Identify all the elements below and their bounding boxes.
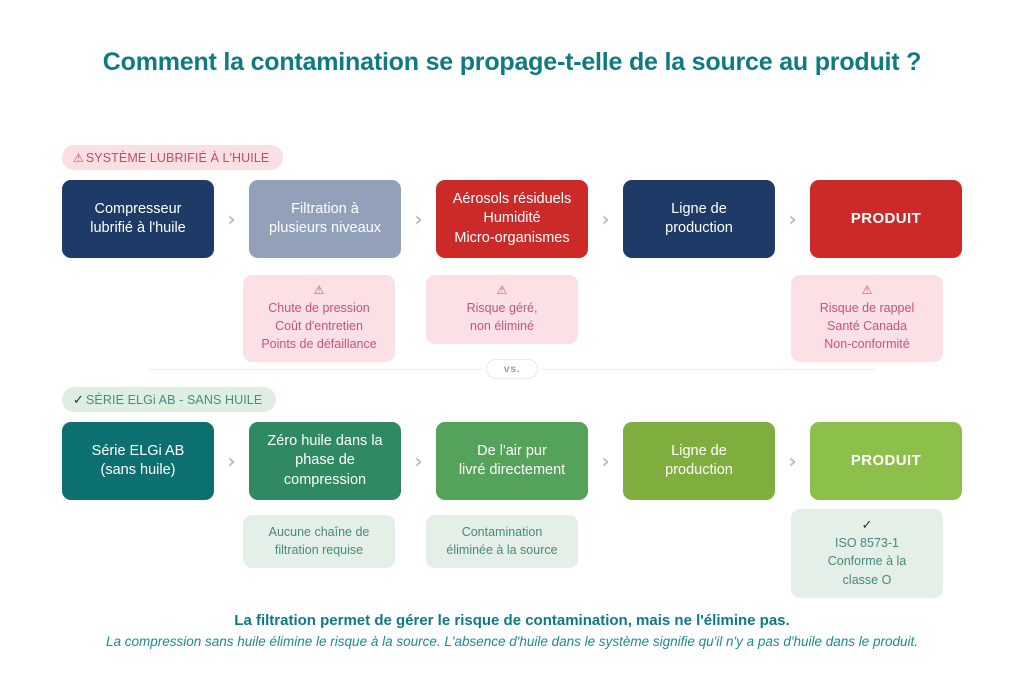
versus-divider: vs.: [150, 358, 874, 380]
note-line: éliminée à la source: [446, 543, 558, 558]
flow-node-oilfree-clean-air: De l'air pur livré directement: [436, 422, 588, 500]
flow-node-line: production: [665, 220, 733, 236]
chevron-right-icon: ›: [601, 449, 610, 473]
chevron-right-icon: ›: [788, 449, 797, 473]
note-line: Points de défaillance: [261, 337, 377, 352]
note-line: classe O: [842, 572, 892, 587]
badge-oilfree-label: SÉRIE ELGi AB - SANS HUILE: [86, 392, 263, 407]
footer-subtext: La compression sans huile élimine le ris…: [105, 634, 919, 649]
flow-node-line: Série ELGi AB: [91, 442, 185, 459]
flow-node-oilfree-zero-oil: Zéro huile dans la phase de compression: [249, 422, 401, 500]
note-oilfree-no-filtration-chain: Aucune chaîne de filtration requise: [243, 515, 395, 569]
note-line: Risque de rappel: [819, 301, 915, 315]
flow-node-line: Humidité: [483, 210, 541, 227]
note-line: non éliminé: [470, 319, 534, 334]
flow-node-line: (sans huile): [100, 462, 176, 478]
flow-node-line: PRODUIT: [850, 210, 922, 228]
chevron-right-icon: ›: [227, 449, 236, 473]
note-line: Conforme à la: [827, 554, 907, 569]
flow-node-line: Filtration à: [291, 200, 359, 217]
flow-node-oilfree-compressor: Série ELGi AB (sans huile): [62, 422, 214, 500]
versus-label: vs.: [485, 359, 539, 379]
footer-headline: La filtration permet de gérer le risque …: [234, 612, 790, 629]
chevron-right-icon: ›: [414, 449, 423, 473]
check-mark-icon: ✓: [861, 517, 873, 532]
note-line: Risque géré,: [466, 301, 538, 315]
flow-node-oil-production-line: Ligne de production: [623, 180, 775, 258]
warning-triangle-icon: ⚠: [73, 150, 84, 165]
chevron-right-icon: ›: [601, 207, 610, 231]
flow-node-oil-filtration: Filtration à plusieurs niveaux: [249, 180, 401, 258]
note-line: ISO 8573-1: [835, 536, 899, 551]
note-line: Coût d'entretien: [275, 319, 363, 334]
flow-row-oil-lubricated: Compresseur lubrifié à l'huile › Filtrat…: [62, 180, 962, 258]
page-title: Comment la contamination se propage-t-el…: [102, 48, 922, 76]
note-line: Chute de pression: [268, 301, 370, 315]
note-line: Contamination: [461, 525, 543, 539]
flow-node-line: PRODUIT: [850, 452, 922, 470]
warning-triangle-icon: ⚠: [861, 283, 873, 297]
flow-node-line: phase de: [295, 452, 355, 469]
flow-node-oilfree-production-line: Ligne de production: [623, 422, 775, 500]
check-mark-icon: ✓: [73, 392, 84, 407]
note-oilfree-contamination-eliminated: Contamination éliminée à la source: [426, 515, 578, 569]
badge-oil-label: SYSTÈME LUBRIFIÉ À L'HUILE: [85, 150, 270, 165]
chevron-right-icon: ›: [414, 207, 423, 231]
note-oil-recall-risk: ⚠ Risque de rappel Santé Canada Non-conf…: [791, 275, 943, 363]
warning-triangle-icon: ⚠: [496, 283, 508, 297]
footer: La filtration permet de gérer le risque …: [0, 612, 1024, 649]
divider-line-left: [150, 368, 482, 370]
flow-node-line: production: [665, 462, 733, 478]
flow-node-line: lubrifié à l'huile: [90, 220, 186, 236]
note-oilfree-iso-compliance: ✓ ISO 8573-1 Conforme à la classe O: [791, 509, 943, 598]
flow-node-oilfree-product: PRODUIT: [810, 422, 962, 500]
flow-node-line: Compresseur: [94, 200, 182, 217]
note-line: Non-conformité: [824, 337, 910, 352]
flow-node-line: Zéro huile dans la: [267, 433, 383, 450]
badge-oil-free-series: ✓ SÉRIE ELGi AB - SANS HUILE: [62, 387, 277, 412]
warning-triangle-icon: ⚠: [313, 283, 325, 297]
flow-node-line: compression: [283, 471, 367, 488]
note-oil-managed-risk: ⚠ Risque géré, non éliminé: [426, 275, 578, 345]
flow-node-line: De l'air pur: [477, 442, 547, 459]
flow-node-oil-compressor: Compresseur lubrifié à l'huile: [62, 180, 214, 258]
flow-node-line: Aérosols résiduels: [452, 191, 572, 208]
flow-node-line: plusieurs niveaux: [268, 220, 382, 236]
chevron-right-icon: ›: [227, 207, 236, 231]
chevron-right-icon: ›: [788, 207, 797, 231]
flow-node-oil-product: PRODUIT: [810, 180, 962, 258]
note-oil-filtration-drawbacks: ⚠ Chute de pression Coût d'entretien Poi…: [243, 275, 395, 363]
note-line: filtration requise: [274, 543, 364, 558]
flow-node-line: Micro-organismes: [454, 229, 570, 246]
flow-node-line: Ligne de: [671, 442, 727, 459]
note-line: Santé Canada: [827, 319, 907, 334]
flow-node-line: livré directement: [458, 462, 566, 478]
flow-row-oil-free: Série ELGi AB (sans huile) › Zéro huile …: [62, 422, 962, 500]
badge-oil-lubricated-system: ⚠ SYSTÈME LUBRIFIÉ À L'HUILE: [62, 145, 284, 170]
note-line: Aucune chaîne de: [268, 525, 370, 539]
divider-line-right: [542, 368, 874, 370]
flow-node-line: Ligne de: [671, 200, 727, 217]
flow-node-oil-residual-contaminants: Aérosols résiduels Humidité Micro-organi…: [436, 180, 588, 258]
